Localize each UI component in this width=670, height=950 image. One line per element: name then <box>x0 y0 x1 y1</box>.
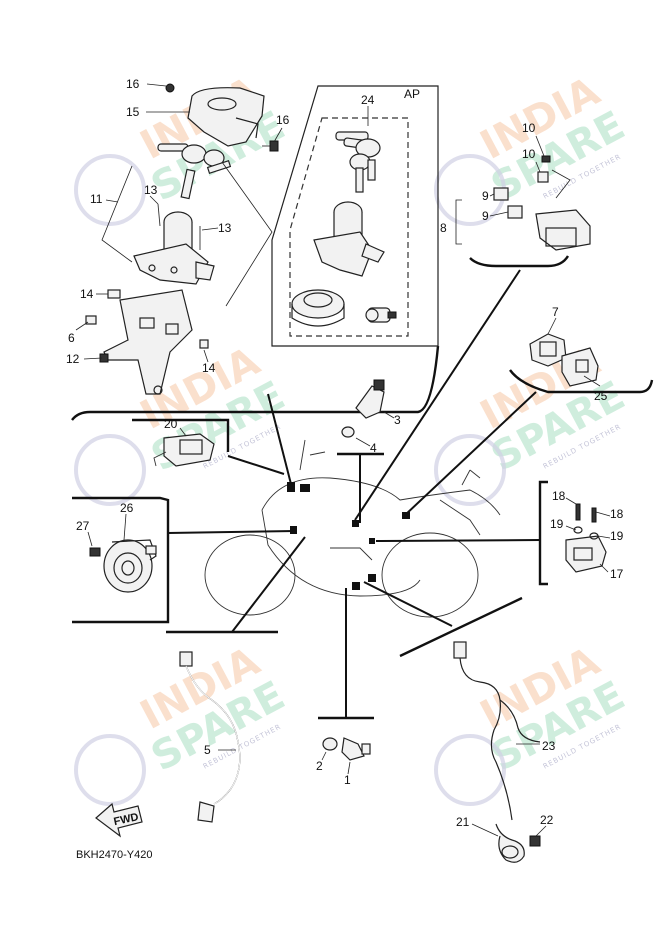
callout-14-left: 14 <box>80 287 94 301</box>
callout-9-bottom: 9 <box>482 209 489 223</box>
callout-25: 25 <box>594 389 608 403</box>
callout-17: 17 <box>610 567 624 581</box>
callout-24: 24 <box>361 93 375 107</box>
callout-9-top: 9 <box>482 189 489 203</box>
callout-2: 2 <box>316 759 323 773</box>
ap-tag: AP <box>404 87 420 101</box>
group-leader-lines <box>167 269 541 718</box>
group-brackets <box>71 255 654 720</box>
callout-7: 7 <box>552 305 559 319</box>
main-switch-icon <box>313 201 385 277</box>
sensor-17-19-group: 18 18 19 19 17 <box>550 489 624 581</box>
watermark-bottom-right: INDIA SPARE REBUILD TOGETHER <box>473 638 632 780</box>
connector-20-group: 20 <box>153 417 215 467</box>
callout-16-right: 16 <box>276 113 290 127</box>
sensor-1-2-group: 2 1 <box>316 737 371 787</box>
key-set-icon <box>335 131 381 193</box>
callout-21: 21 <box>456 815 470 829</box>
watermark-bottom-left: INDIA SPARE REBUILD TOGETHER <box>133 638 292 780</box>
fwd-arrow-icon: FWD <box>95 802 143 838</box>
seat-lock-icon <box>365 307 397 323</box>
callout-22: 22 <box>540 813 554 827</box>
callout-5: 5 <box>204 743 211 757</box>
callout-1: 1 <box>344 773 351 787</box>
mounting-points <box>287 482 410 590</box>
callout-18-right: 18 <box>610 507 624 521</box>
callout-27: 27 <box>76 519 90 533</box>
callout-26: 26 <box>120 501 134 515</box>
key-icon <box>157 143 232 200</box>
callout-8: 8 <box>440 221 447 235</box>
screw-icon <box>165 83 279 152</box>
sensor-3-4-group: 3 4 <box>341 379 401 455</box>
watermark-logo-icon <box>74 154 506 806</box>
fwd-label: FWD <box>113 811 140 828</box>
callout-6: 6 <box>68 331 75 345</box>
callout-11: 11 <box>90 192 103 206</box>
callout-19-right: 19 <box>610 529 624 543</box>
fuel-cap-icon <box>291 289 345 327</box>
main-switch-body-icon <box>133 211 215 285</box>
ap-kit-group: AP 24 <box>271 85 439 347</box>
callout-19-left: 19 <box>550 517 564 531</box>
callout-4: 4 <box>370 441 377 455</box>
callout-13-right: 13 <box>218 221 232 235</box>
callout-10-top: 10 <box>522 121 536 135</box>
relay-group: 10 10 9 9 8 <box>440 121 591 251</box>
callout-14-right: 14 <box>202 361 216 375</box>
motorcycle-outline <box>204 439 501 618</box>
horn-group: 26 27 <box>76 501 157 593</box>
switch-bracket-icon <box>103 289 193 395</box>
callout-13-left: 13 <box>144 183 158 197</box>
callout-12: 12 <box>66 352 80 366</box>
callout-18-left: 18 <box>552 489 566 503</box>
callout-15: 15 <box>126 105 140 119</box>
o2-sensor-group: 5 <box>179 651 241 823</box>
ignition-group: 16 15 16 11 13 13 14 6 12 14 <box>66 77 290 395</box>
callout-16-top: 16 <box>126 77 140 91</box>
callout-10-mid: 10 <box>522 147 536 161</box>
diagram-code: BKH2470-Y420 <box>76 849 152 861</box>
callout-20: 20 <box>164 417 178 431</box>
callout-3: 3 <box>394 413 401 427</box>
callout-23: 23 <box>542 739 556 753</box>
relay-7-25-group: 7 25 <box>529 305 608 403</box>
speed-sensor-group: 23 21 22 <box>453 641 556 863</box>
